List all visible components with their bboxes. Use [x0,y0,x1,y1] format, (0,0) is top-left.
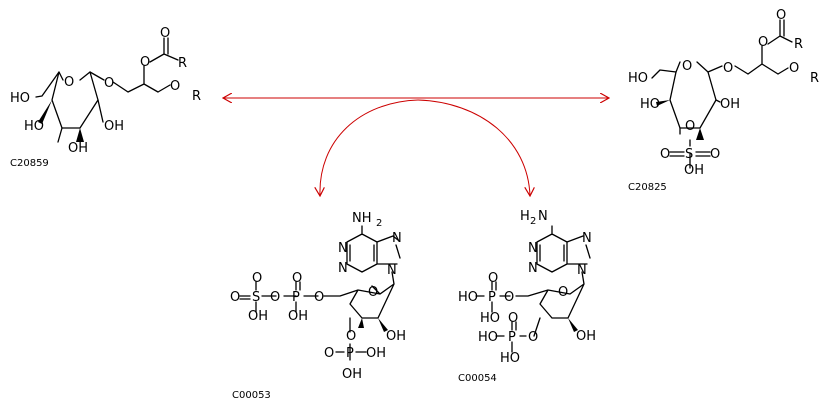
c00053-ribose-oxygen: O [368,285,378,300]
c00054-purine-n7: N [582,231,592,246]
c00054-phosphate3-hydroxyl-a: HO [478,330,498,345]
c00053-amino-nitrogen: NH [352,211,372,226]
c00054-amino-nitrogen: N [538,209,548,224]
c00053-compound-id: C00053 [232,390,271,401]
c00053-phosphate3-hydroxyl-b: OH [342,367,362,382]
c00054-purine-n3: N [528,261,538,276]
c20825-sulfate-ester-oxygen: O [685,119,695,134]
c20825-carbonyl-oxygen: O [776,8,786,23]
c00053-purine-n9: N [387,263,397,278]
c00054-ribose-bonds [515,271,585,319]
c00054-amino-subscript: 2 [530,216,536,227]
c00053-sulfate-oxo-left: O [230,290,240,305]
c00054-purine-bonds [536,225,591,273]
c00053-purine-n3: N [338,261,348,276]
c00053-phosphate-oxo: O [292,271,302,286]
c20859-compound-id: C20859 [10,158,49,169]
c20859-wedge-bonds [38,100,84,142]
compound-c20859: O O O O R O R HO HO OH OH C20859 [10,26,201,169]
c00053-sulfur: S [252,290,260,305]
c20859-substituent-bonds [35,37,179,143]
c00053-phosphorus-5: P [292,290,300,305]
c00053-purine-bonds [346,225,401,273]
reaction-arrows [223,98,609,196]
c20859-hydroxyl-2: OH [104,119,124,134]
c20825-ether-oxygen: O [789,61,799,76]
c20825-glycosidic-oxygen: O [723,61,733,76]
c00053-o3-oxygen: O [346,329,356,344]
c00053-amino-subscript: 2 [376,218,382,229]
c20859-carbonyl-oxygen: O [160,26,170,41]
c00054-phosphate-bonds [475,281,541,353]
c00053-phosphate3-oxo: O [324,346,334,361]
c20859-ring-bonds [51,71,99,129]
c20859-ether-oxygen: O [170,79,180,94]
c00053-hydroxyl-2: OH [386,329,406,344]
c20825-hydroxyl-6: HO [628,71,648,86]
c20825-ester-oxygen: O [758,35,768,50]
c20859-r-group-1: R [178,56,187,71]
c20825-r-group-2: R [810,71,819,86]
c20825-hydroxyl-4: HO [640,97,660,112]
c00054-phosphorus-5: P [488,290,496,305]
c00053-bridge-oxygen: O [270,290,280,305]
c00053-o5-oxygen: O [314,290,324,305]
c20825-sulfur: S [685,147,693,162]
c20859-ring-oxygen: O [64,75,74,90]
c00053-sulfate-oxo-top: O [252,271,262,286]
c00054-phosphate5-hydroxyl-b: HO [480,311,500,326]
c20825-substituent-bonds [651,19,793,169]
c00053-purine-n7: N [392,231,402,246]
c00054-ribose-oxygen: O [558,285,568,300]
c00053-wedge-bonds [358,318,388,332]
c20825-hydroxyl-2: OH [720,97,740,112]
c20859-ester-oxygen: O [140,55,150,70]
c00053-phosphorus-3: P [346,346,354,361]
c20859-hydroxyl-6: HO [10,91,30,106]
c20825-sulfate-oxygen-left: O [660,147,670,162]
c00054-compound-id: C00054 [458,373,497,384]
c00054-phosphate3-oxo: O [508,311,518,326]
c00054-phosphate5-oxo: O [488,271,498,286]
c20825-compound-id: C20825 [628,182,667,193]
c00054-o5-oxygen: O [504,290,514,305]
c20825-r-group-1: R [794,37,803,52]
compound-c00053: NH 2 N N N N O O P O OH O S O O OH O P O… [230,211,406,401]
c20825-sulfate-hydroxyl: OH [684,163,704,178]
curved-arrow-to-c00054 [417,99,530,196]
c20825-ring-oxygen: O [682,59,692,74]
compound-c20825: O O O O R O R HO HO OH O S O O OH C20825 [628,8,819,193]
c00054-wedge-bonds [568,318,578,332]
c20825-sulfate-oxygen-right: O [710,147,720,162]
c00054-purine-n1: N [528,241,538,256]
curved-arrow-to-c00053 [320,99,419,196]
c00053-phosphate3-hydroxyl-a: OH [366,346,386,361]
c00053-purine-n1: N [338,241,348,256]
c00054-phosphate5-hydroxyl-a: HO [458,290,478,305]
c20859-glycosidic-oxygen: O [104,76,114,91]
c20825-ring-bonds [669,61,717,129]
c00053-phosphate-hydroxyl: OH [288,309,308,324]
c00054-phosphorus-3: P [508,330,516,345]
c00053-phosphate-bonds [239,281,367,361]
c00053-ribose-bonds [323,271,395,319]
c00054-purine-n9: N [577,263,587,278]
c00054-phosphate3-hydroxyl-b: HO [500,351,520,366]
compound-c00054: H 2 N N N N N O O P O HO HO O P O HO HO … [458,209,596,384]
c00054-o3-oxygen: O [528,330,538,345]
c00054-hydroxyl-2: OH [576,329,596,344]
c20859-hydroxyl-4: HO [24,119,44,134]
c00053-sulfate-hydroxyl: OH [248,309,268,324]
c20825-wedge-bonds [656,100,704,140]
c20859-hydroxyl-3: OH [68,141,88,156]
c20859-r-group-2: R [192,89,201,104]
c00054-amino-hydrogen: H [520,209,530,224]
